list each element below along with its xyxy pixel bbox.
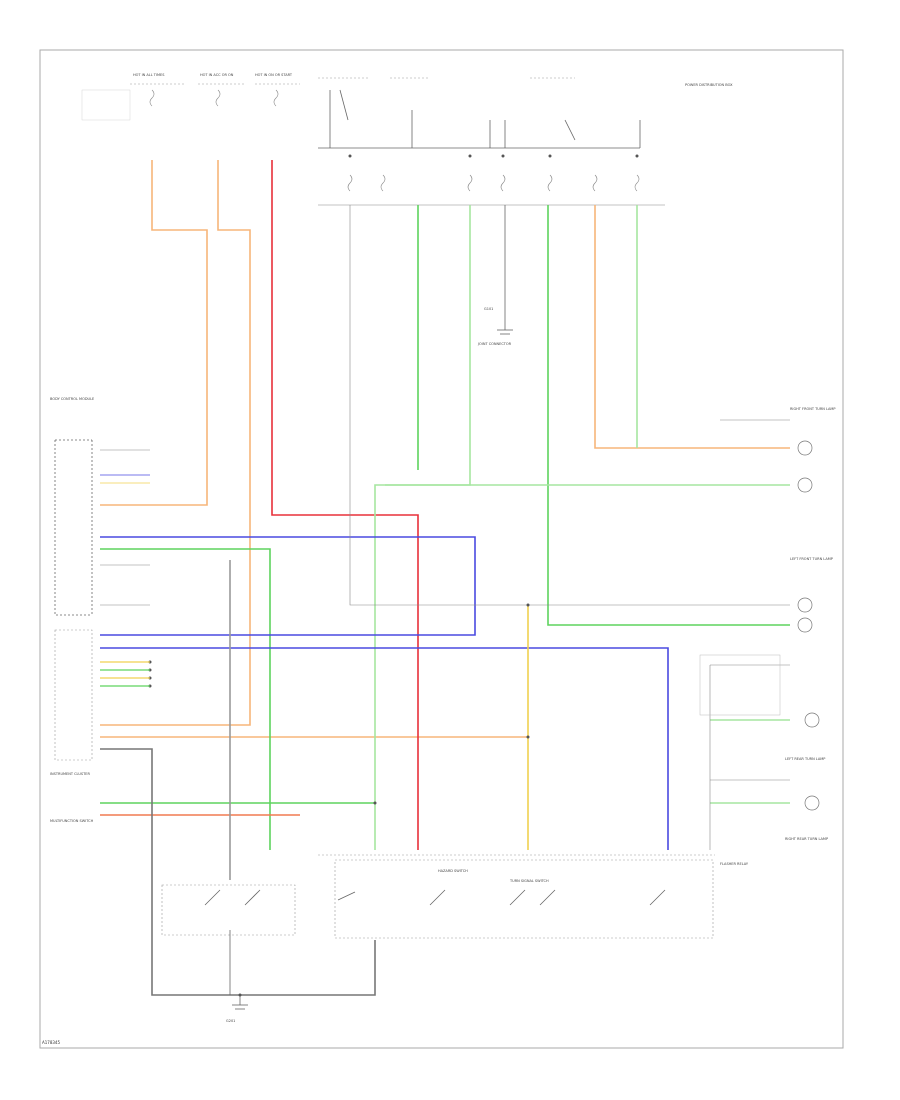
footer-code: A178345: [42, 1040, 60, 1045]
wire-gray-3: [349, 205, 790, 606]
wire-orange-2: [100, 160, 251, 726]
lamp-label-lr: LEFT REAR TURN LAMP: [785, 757, 825, 761]
fuse-group-left: HOT IN ALL TIMES HOT IN ACC OR ON HOT IN…: [81, 73, 300, 121]
ground-bottom-label: G201: [226, 1019, 235, 1023]
switch-label-flasher: FLASHER RELAY: [720, 862, 749, 866]
ground-top: G101 JOINT CONNECTOR: [477, 205, 513, 346]
lamp-icon-1: [797, 440, 813, 456]
center-note: JOINT CONNECTOR: [477, 342, 512, 346]
left-sub-label: INSTRUMENT CLUSTER: [50, 772, 90, 776]
relay-box-top: POWER DISTRIBUTION BOX: [318, 77, 733, 206]
wire-blue-1: [100, 536, 476, 636]
left-module: BODY CONTROL MODULE INSTRUMENT CLUSTER M…: [50, 397, 152, 823]
lamp-label-rf: RIGHT FRONT TURN LAMP: [790, 407, 836, 411]
wire-lightgreen-1: [374, 205, 471, 850]
lamp-icon-3: [797, 597, 813, 613]
wire-green-3: [547, 205, 790, 626]
wire-blue-2: [100, 647, 669, 850]
ground-top-label: G101: [484, 307, 493, 311]
left-bottom-label: MULTIFUNCTION SWITCH: [50, 819, 94, 823]
fuse-label-2: HOT IN ACC OR ON: [200, 73, 234, 77]
lamp-icon-6: [804, 795, 820, 811]
wire-orange-right: [594, 205, 790, 449]
fuse-label-3: HOT IN ON OR START: [255, 73, 293, 77]
diagram-border: [39, 49, 844, 1049]
wire-orange-1: [100, 160, 208, 506]
right-lamps: RIGHT FRONT TURN LAMP LEFT FRONT TURN LA…: [699, 407, 836, 841]
wire-gray-1: [100, 748, 376, 996]
lamp-label-lf: LEFT FRONT TURN LAMP: [790, 557, 833, 561]
lamp-icon-2: [797, 477, 813, 493]
lamp-icon-5: [804, 712, 820, 728]
switch-label-turn: TURN SIGNAL SWITCH: [509, 879, 549, 883]
lamp-icon-4: [797, 617, 813, 633]
wire-red: [271, 160, 419, 850]
lamp-label-rr: RIGHT REAR TURN LAMP: [785, 837, 828, 841]
left-module-label: BODY CONTROL MODULE: [50, 397, 94, 401]
fuse-label-1: HOT IN ALL TIMES: [133, 73, 165, 77]
relay-box-label: POWER DISTRIBUTION BOX: [685, 83, 733, 87]
switch-label-hazard: HAZARD SWITCH: [438, 869, 468, 873]
wire-green-2: [100, 548, 271, 850]
bottom-switches: HAZARD SWITCH TURN SIGNAL SWITCH FLASHER…: [161, 603, 749, 1023]
